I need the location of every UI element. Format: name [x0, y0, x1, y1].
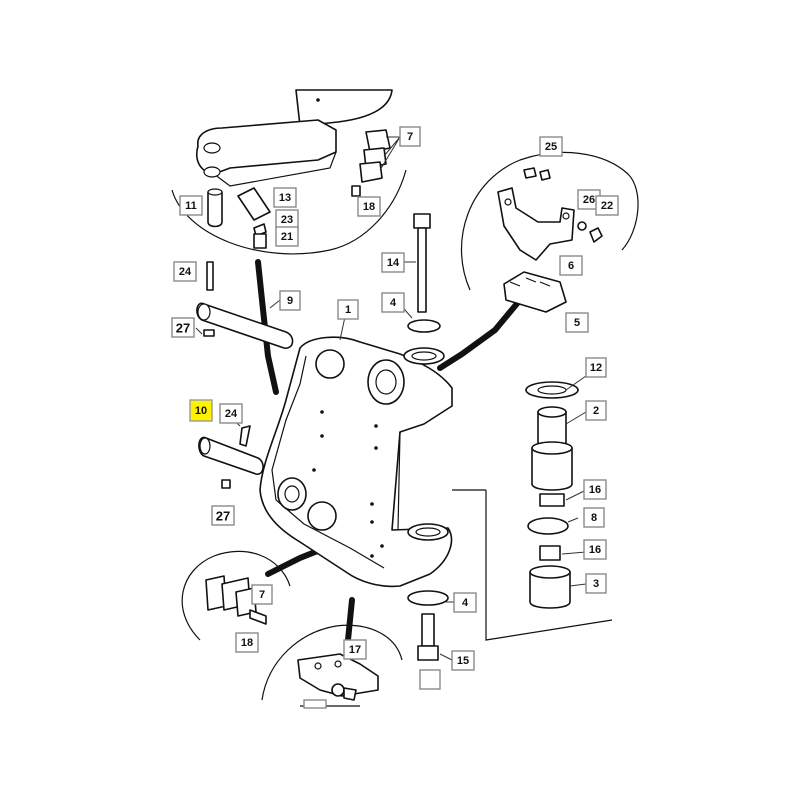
callout-11-label: 11 [185, 200, 197, 212]
callout-18a-label: 18 [363, 201, 375, 213]
callout-empty[interactable] [419, 669, 441, 690]
callout-27a[interactable]: 27 [171, 317, 195, 338]
callout-8-label: 8 [591, 512, 597, 524]
callout-10-label: 10 [195, 405, 207, 417]
callout-25[interactable]: 25 [539, 136, 563, 157]
callout-10[interactable]: 10 [189, 399, 213, 422]
right-detail-view [460, 151, 639, 313]
callout-3-label: 3 [593, 578, 599, 590]
callout-15[interactable]: 15 [451, 650, 475, 671]
callout-4a[interactable]: 4 [381, 292, 405, 313]
callout-1[interactable]: 1 [337, 299, 359, 320]
left-pins [195, 261, 294, 489]
bottom-bolt-stack [407, 590, 454, 661]
callout-13[interactable]: 13 [273, 187, 297, 208]
callout-17[interactable]: 17 [343, 639, 367, 660]
callout-5-label: 5 [574, 317, 580, 329]
callout-27b[interactable]: 27 [211, 505, 235, 526]
callout-26-label: 26 [583, 194, 595, 206]
top-detail-view [171, 89, 407, 255]
callout-14-label: 14 [387, 257, 400, 269]
callout-14[interactable]: 14 [381, 252, 405, 273]
callout-12-label: 12 [590, 362, 602, 374]
callout-edge-stub [303, 699, 327, 709]
callout-9-label: 9 [287, 295, 293, 307]
callout-25-label: 25 [545, 141, 557, 153]
callout-1-label: 1 [345, 304, 351, 316]
callout-7b-label: 7 [259, 589, 265, 601]
callout-11[interactable]: 11 [179, 195, 203, 216]
callout-7b[interactable]: 7 [251, 584, 273, 605]
callout-8[interactable]: 8 [583, 507, 605, 528]
callout-24a-label: 24 [179, 266, 192, 278]
callout-23[interactable]: 23 [275, 209, 299, 230]
callout-6-label: 6 [568, 260, 574, 272]
callout-13-label: 13 [279, 192, 291, 204]
callout-27a-label: 27 [176, 321, 190, 336]
callout-9[interactable]: 9 [279, 290, 301, 311]
callout-6[interactable]: 6 [559, 255, 583, 276]
callout-7a[interactable]: 7 [399, 126, 421, 147]
callout-2-label: 2 [593, 405, 599, 417]
callout-18b-label: 18 [241, 637, 253, 649]
long-bolt-stack [397, 213, 441, 333]
mount-stack [452, 375, 613, 641]
callout-18b[interactable]: 18 [235, 632, 259, 653]
callout-21[interactable]: 21 [275, 226, 299, 247]
callout-4b[interactable]: 4 [453, 592, 477, 613]
callout-17-label: 17 [349, 644, 361, 656]
callout-18a[interactable]: 18 [357, 196, 381, 217]
callout-22[interactable]: 22 [595, 195, 619, 216]
bottom-left-detail [181, 550, 291, 641]
callout-7a-label: 7 [407, 131, 413, 143]
callout-22-label: 22 [601, 200, 613, 212]
callout-12[interactable]: 12 [585, 357, 607, 378]
callout-24a[interactable]: 24 [173, 261, 197, 282]
callout-4b-label: 4 [462, 597, 469, 609]
callout-16b-label: 16 [589, 544, 601, 556]
callout-15-label: 15 [457, 655, 469, 667]
main-bracket [259, 311, 453, 588]
callout-4a-label: 4 [390, 297, 397, 309]
callout-24b-label: 24 [225, 408, 238, 420]
callout-16a[interactable]: 16 [583, 479, 607, 500]
callout-23-label: 23 [281, 214, 293, 226]
callout-2[interactable]: 2 [585, 400, 607, 421]
callout-16b[interactable]: 16 [583, 539, 607, 560]
callout-16a-label: 16 [589, 484, 601, 496]
bottom-center-detail [261, 624, 403, 707]
callout-27b-label: 27 [216, 509, 230, 524]
callout-24b[interactable]: 24 [219, 403, 243, 424]
callout-3[interactable]: 3 [585, 573, 607, 594]
callout-5[interactable]: 5 [565, 312, 589, 333]
callout-21-label: 21 [281, 231, 293, 243]
